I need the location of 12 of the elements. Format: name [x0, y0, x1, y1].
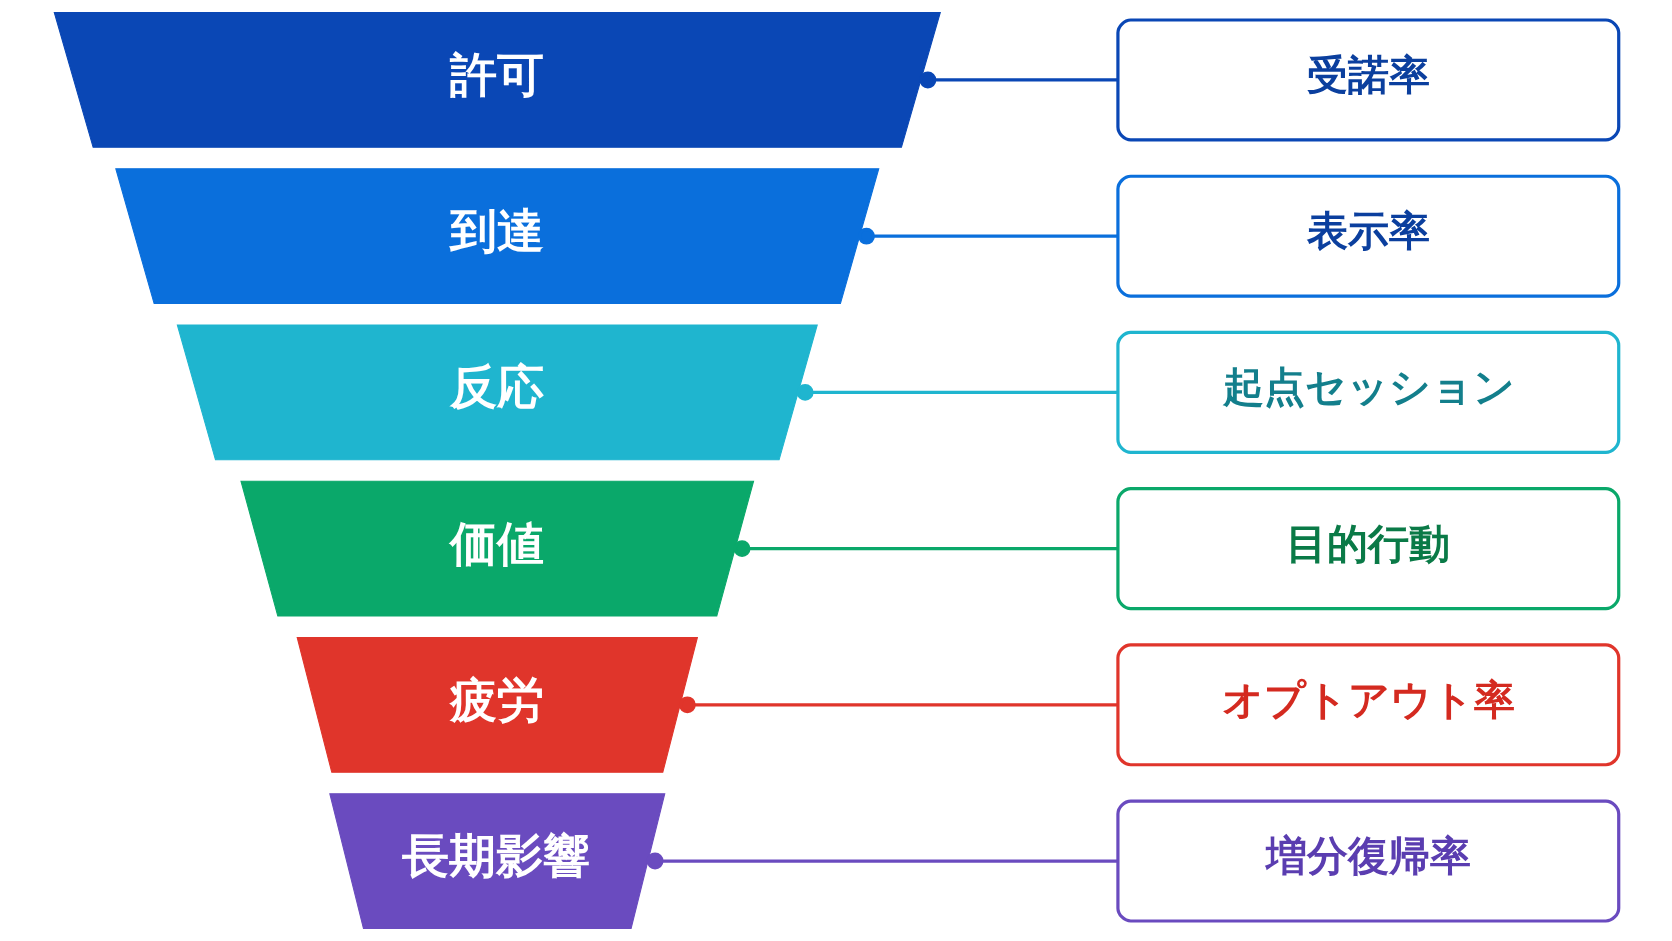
- connector: [678, 696, 1118, 714]
- connector: [796, 383, 1118, 401]
- node-box: 増分復帰率: [1115, 799, 1620, 923]
- node-box: 起点セッション: [1115, 330, 1620, 454]
- node-box: 目的行動: [1115, 487, 1620, 611]
- node-box: 受諾率: [1115, 18, 1620, 142]
- node-box: オプトアウト率: [1115, 643, 1620, 767]
- connector: [646, 852, 1118, 870]
- connector: [733, 540, 1118, 558]
- node-box: 表示率: [1115, 174, 1620, 298]
- connector: [857, 227, 1118, 245]
- connector: [918, 71, 1118, 89]
